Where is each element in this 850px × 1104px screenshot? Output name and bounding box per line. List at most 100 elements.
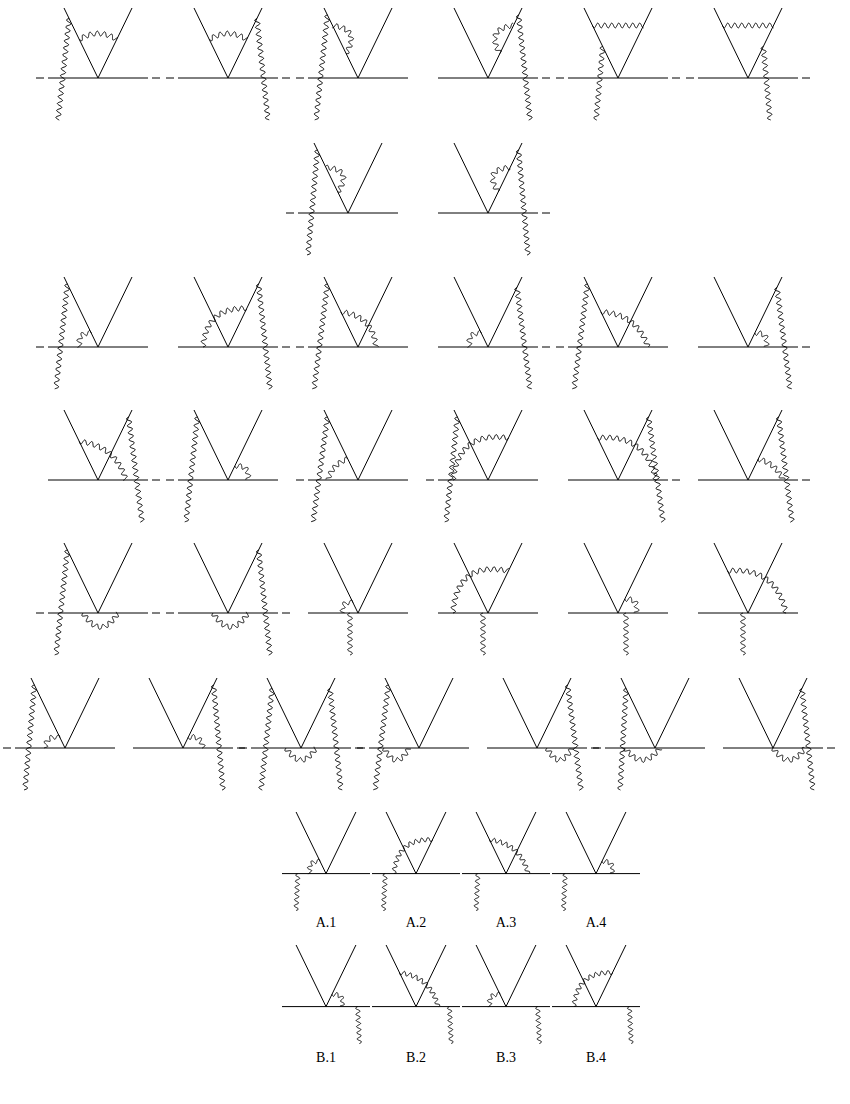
fermion-line <box>149 678 183 748</box>
fermion-line <box>228 543 262 613</box>
photon-line <box>594 47 605 121</box>
fermion-line <box>537 678 571 748</box>
photon-line <box>23 685 36 790</box>
photon-line <box>624 748 662 762</box>
fermion-line <box>296 945 326 1007</box>
cut-mark <box>296 347 304 348</box>
fermion-line <box>773 678 807 748</box>
fermion-line <box>358 543 392 613</box>
feynman-diagram <box>552 945 640 1044</box>
feynman-diagram <box>178 277 290 389</box>
photon-line <box>201 306 246 347</box>
feynman-diagram <box>48 410 160 522</box>
cut-mark <box>296 480 304 481</box>
photon-line <box>602 860 614 874</box>
fermion-line <box>98 410 132 480</box>
photon-line <box>451 435 508 480</box>
fermion-line <box>584 410 618 480</box>
photon-line <box>400 971 440 1006</box>
cut-mark <box>802 347 810 348</box>
photon-line <box>490 838 530 873</box>
feynman-diagram <box>438 277 550 389</box>
cut-mark <box>239 748 247 749</box>
photon-line <box>741 613 746 655</box>
fermion-line <box>596 812 626 874</box>
fermion-line <box>385 678 419 748</box>
photon-line <box>772 747 804 762</box>
cut-mark <box>282 78 290 79</box>
feynman-diagram <box>438 543 538 655</box>
photon-line <box>212 612 249 629</box>
photon-line <box>294 874 300 911</box>
photon-line <box>306 150 319 255</box>
feynman-diagram <box>36 543 160 655</box>
fermion-line <box>488 410 522 480</box>
fermion-line <box>64 543 98 613</box>
diagram-label: B.1 <box>316 1050 336 1065</box>
feynman-diagram <box>166 543 290 655</box>
feynman-diagram <box>357 678 469 790</box>
fermion-line <box>618 8 652 78</box>
photon-line <box>761 47 772 120</box>
diagram-label: B.2 <box>406 1050 426 1065</box>
photon-line <box>259 689 274 791</box>
cut-mark <box>166 480 174 481</box>
photon-line <box>451 567 509 613</box>
photon-line <box>758 458 785 479</box>
photon-line <box>82 612 119 629</box>
fermion-line <box>419 678 453 748</box>
feynman-diagram <box>296 277 408 389</box>
fermion-line <box>65 678 99 748</box>
feynman-diagram <box>462 812 550 911</box>
fermion-line <box>454 143 488 213</box>
photon-line <box>285 747 316 762</box>
photon-line <box>627 1007 633 1044</box>
fermion-line <box>488 143 522 213</box>
fermion-line <box>454 410 488 480</box>
feynman-diagram <box>698 277 810 389</box>
photon-line <box>598 435 657 480</box>
feynman-diagram <box>698 410 810 522</box>
photon-line <box>755 331 769 346</box>
feynman-diagram <box>568 410 680 522</box>
photon-line <box>382 874 388 911</box>
cut-mark <box>3 748 11 749</box>
photon-line <box>444 417 459 522</box>
photon-line <box>536 1007 542 1044</box>
feynman-diagram <box>487 678 599 790</box>
photon-line <box>447 1007 453 1044</box>
feynman-diagram <box>282 945 370 1044</box>
fermion-line <box>748 277 782 347</box>
cut-mark <box>166 613 174 614</box>
photon-line <box>348 613 353 655</box>
cut-mark <box>282 613 290 614</box>
fermion-line <box>566 812 596 874</box>
photon-line <box>601 310 650 347</box>
photon-line <box>311 417 329 522</box>
fermion-line <box>714 410 748 480</box>
fermion-line <box>98 543 132 613</box>
photon-line <box>256 550 272 655</box>
fermion-line <box>454 8 488 78</box>
photon-line <box>307 859 320 874</box>
photon-line <box>328 689 343 790</box>
fermion-line <box>655 678 689 748</box>
fermion-line <box>296 812 326 874</box>
feynman-diagram <box>723 678 835 790</box>
photon-line <box>776 417 794 522</box>
photon-line <box>44 735 60 748</box>
cut-mark <box>672 480 680 481</box>
cut-mark <box>556 347 564 348</box>
fermion-line <box>476 945 506 1007</box>
feynman-diagram <box>286 143 398 255</box>
fermion-line <box>324 8 358 78</box>
photon-line <box>79 31 118 41</box>
cut-mark <box>152 613 160 614</box>
cut-mark <box>357 748 365 749</box>
fermion-line <box>488 277 522 347</box>
cut-mark <box>672 78 680 79</box>
photon-line <box>373 685 390 790</box>
photon-line <box>572 971 612 1007</box>
fermion-line <box>194 8 228 78</box>
